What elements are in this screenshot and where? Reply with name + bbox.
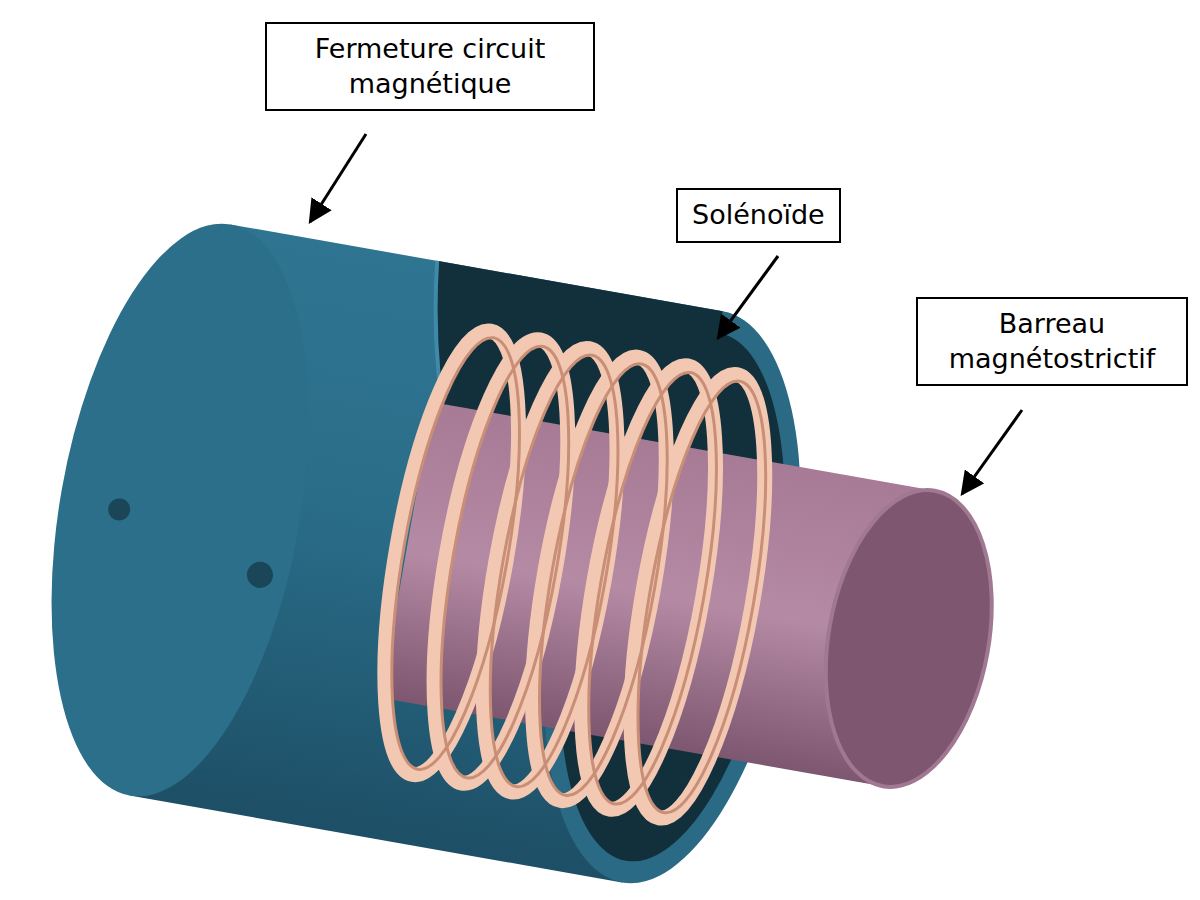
callout-box: Barreau magnétostrictif — [916, 297, 1188, 386]
leader-arrow — [962, 410, 1022, 494]
callout-label: Barreau magnétostrictif — [932, 307, 1172, 376]
rod-end-face — [804, 477, 1014, 800]
callout-label: Fermeture circuit magnétique — [281, 32, 579, 101]
callout-label: Solénoïde — [692, 198, 825, 233]
coil-shading — [366, 329, 791, 822]
leader-arrow — [718, 256, 778, 338]
mounting-hole — [245, 560, 275, 590]
actuator-body — [11, 204, 1037, 900]
solenoid-coils — [358, 322, 791, 828]
callout-box: Solénoïde — [676, 188, 841, 243]
housing-left-end — [11, 204, 348, 817]
mounting-hole — [106, 497, 131, 522]
leader-arrow — [310, 134, 366, 222]
callout-box: Fermeture circuit magnétique — [265, 22, 595, 111]
